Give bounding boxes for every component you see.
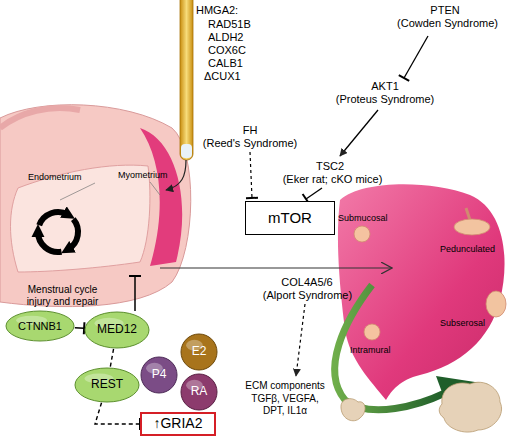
node-label: mTOR <box>268 210 312 227</box>
molecule-ellipse: MED12 <box>84 311 150 349</box>
node-body: REST <box>74 367 140 403</box>
recycle-symbol <box>38 212 78 252</box>
subserosal-fibroid <box>486 291 506 317</box>
cycle-arrow <box>38 232 62 252</box>
cycle-arrow <box>68 219 78 249</box>
label-text: ALDH2 <box>208 31 268 44</box>
endometrium <box>11 165 150 272</box>
node-body: ↑GRIA2 <box>142 414 214 434</box>
fibroid-stalk <box>466 208 470 220</box>
node-shape <box>85 312 149 348</box>
inhibition-line <box>404 36 428 78</box>
submucosal-fibroid <box>354 226 370 242</box>
label-text: Submucosal <box>338 213 408 223</box>
label-text: PTEN <box>400 4 490 17</box>
inhibition-line <box>306 188 322 199</box>
node-label: P4 <box>152 368 167 381</box>
leader-line <box>60 183 95 200</box>
label-text: Menstrual cycle injury and repair <box>15 284 110 307</box>
label-text: ECM components <box>230 380 340 392</box>
molecule-ellipse: P4 <box>140 356 178 394</box>
label-text: Intramural <box>350 345 420 355</box>
activation-arrow <box>340 110 378 156</box>
molecule-ellipse: E2 <box>180 333 218 371</box>
molecule-ellipse: CTNNB1 <box>5 310 75 342</box>
process-box: ↑GRIA2 <box>140 412 216 436</box>
node-body: CTNNB1 <box>5 310 75 342</box>
label-text: HMGA2: <box>196 4 256 17</box>
molecule-ellipse: RA <box>180 373 218 411</box>
molecule-ellipse: REST <box>74 367 140 403</box>
inhibition-line <box>250 152 252 198</box>
pedunculated-fibroid <box>454 219 490 235</box>
intramural-fibroid <box>364 324 380 340</box>
node-body: E2 <box>180 333 218 371</box>
uterus-body <box>0 105 191 307</box>
myometrium <box>140 128 182 266</box>
chromosome <box>180 0 193 160</box>
label-text: TSC2 <box>280 160 380 173</box>
node-body: P4 <box>140 356 178 394</box>
node-label: ↑GRIA2 <box>153 416 202 431</box>
label-text: FH <box>200 124 300 137</box>
label-text: AKT1 <box>335 80 435 93</box>
inhibition-connector <box>110 349 113 367</box>
label-text: Endometrium <box>28 172 98 182</box>
dashed-arrow <box>296 304 305 376</box>
label-text: (Eker rat; cKO mice) <box>270 173 395 186</box>
node-label: E2 <box>192 345 207 358</box>
label-text: COL4A5/6 <box>252 276 362 289</box>
label-text: Myometrium <box>118 170 188 180</box>
label-text: RAD51B <box>208 18 268 31</box>
node-shape <box>181 334 217 370</box>
leader-line <box>150 182 160 195</box>
label-text: (Alport Syndrome) <box>245 289 370 302</box>
node-body: mTOR <box>246 202 334 234</box>
node-label: REST <box>91 378 123 391</box>
process-box: mTOR <box>245 201 335 235</box>
label-text: TGFβ, VEGFA, DPT, IL1α <box>240 393 330 416</box>
large-fibroid <box>439 382 501 432</box>
node-body: MED12 <box>84 311 150 349</box>
inhibition-connector <box>75 327 84 329</box>
node-label: CTNNB1 <box>18 320 62 332</box>
node-shape <box>75 368 139 402</box>
label-text: ΔCUX1 <box>204 70 264 83</box>
label-text: Subserosal <box>440 318 510 328</box>
node-label: MED12 <box>97 323 137 336</box>
label-text: (Reed's Syndrome) <box>192 137 308 150</box>
node-label: RA <box>191 385 208 398</box>
growth-arrow <box>335 285 445 410</box>
fallopian-tube <box>0 108 80 128</box>
inhibition-connector <box>95 403 140 424</box>
label-text: (Cowden Syndrome) <box>390 17 505 30</box>
label-text: COX6C <box>208 44 268 57</box>
label-text: (Proteus Syndrome) <box>325 93 445 106</box>
cycle-arrow <box>39 212 68 225</box>
pathway-arrow <box>160 267 392 268</box>
inhibition-line <box>134 276 136 311</box>
node-shape <box>141 357 177 393</box>
chromosome-band <box>181 144 192 158</box>
label-text: CALB1 <box>208 57 268 70</box>
node-shape <box>181 374 217 410</box>
small-fibroid <box>341 399 365 421</box>
node-body: RA <box>180 373 218 411</box>
node-shape <box>6 311 74 341</box>
pointer-arrow <box>166 160 186 190</box>
label-text: Pedunculated <box>440 244 515 254</box>
